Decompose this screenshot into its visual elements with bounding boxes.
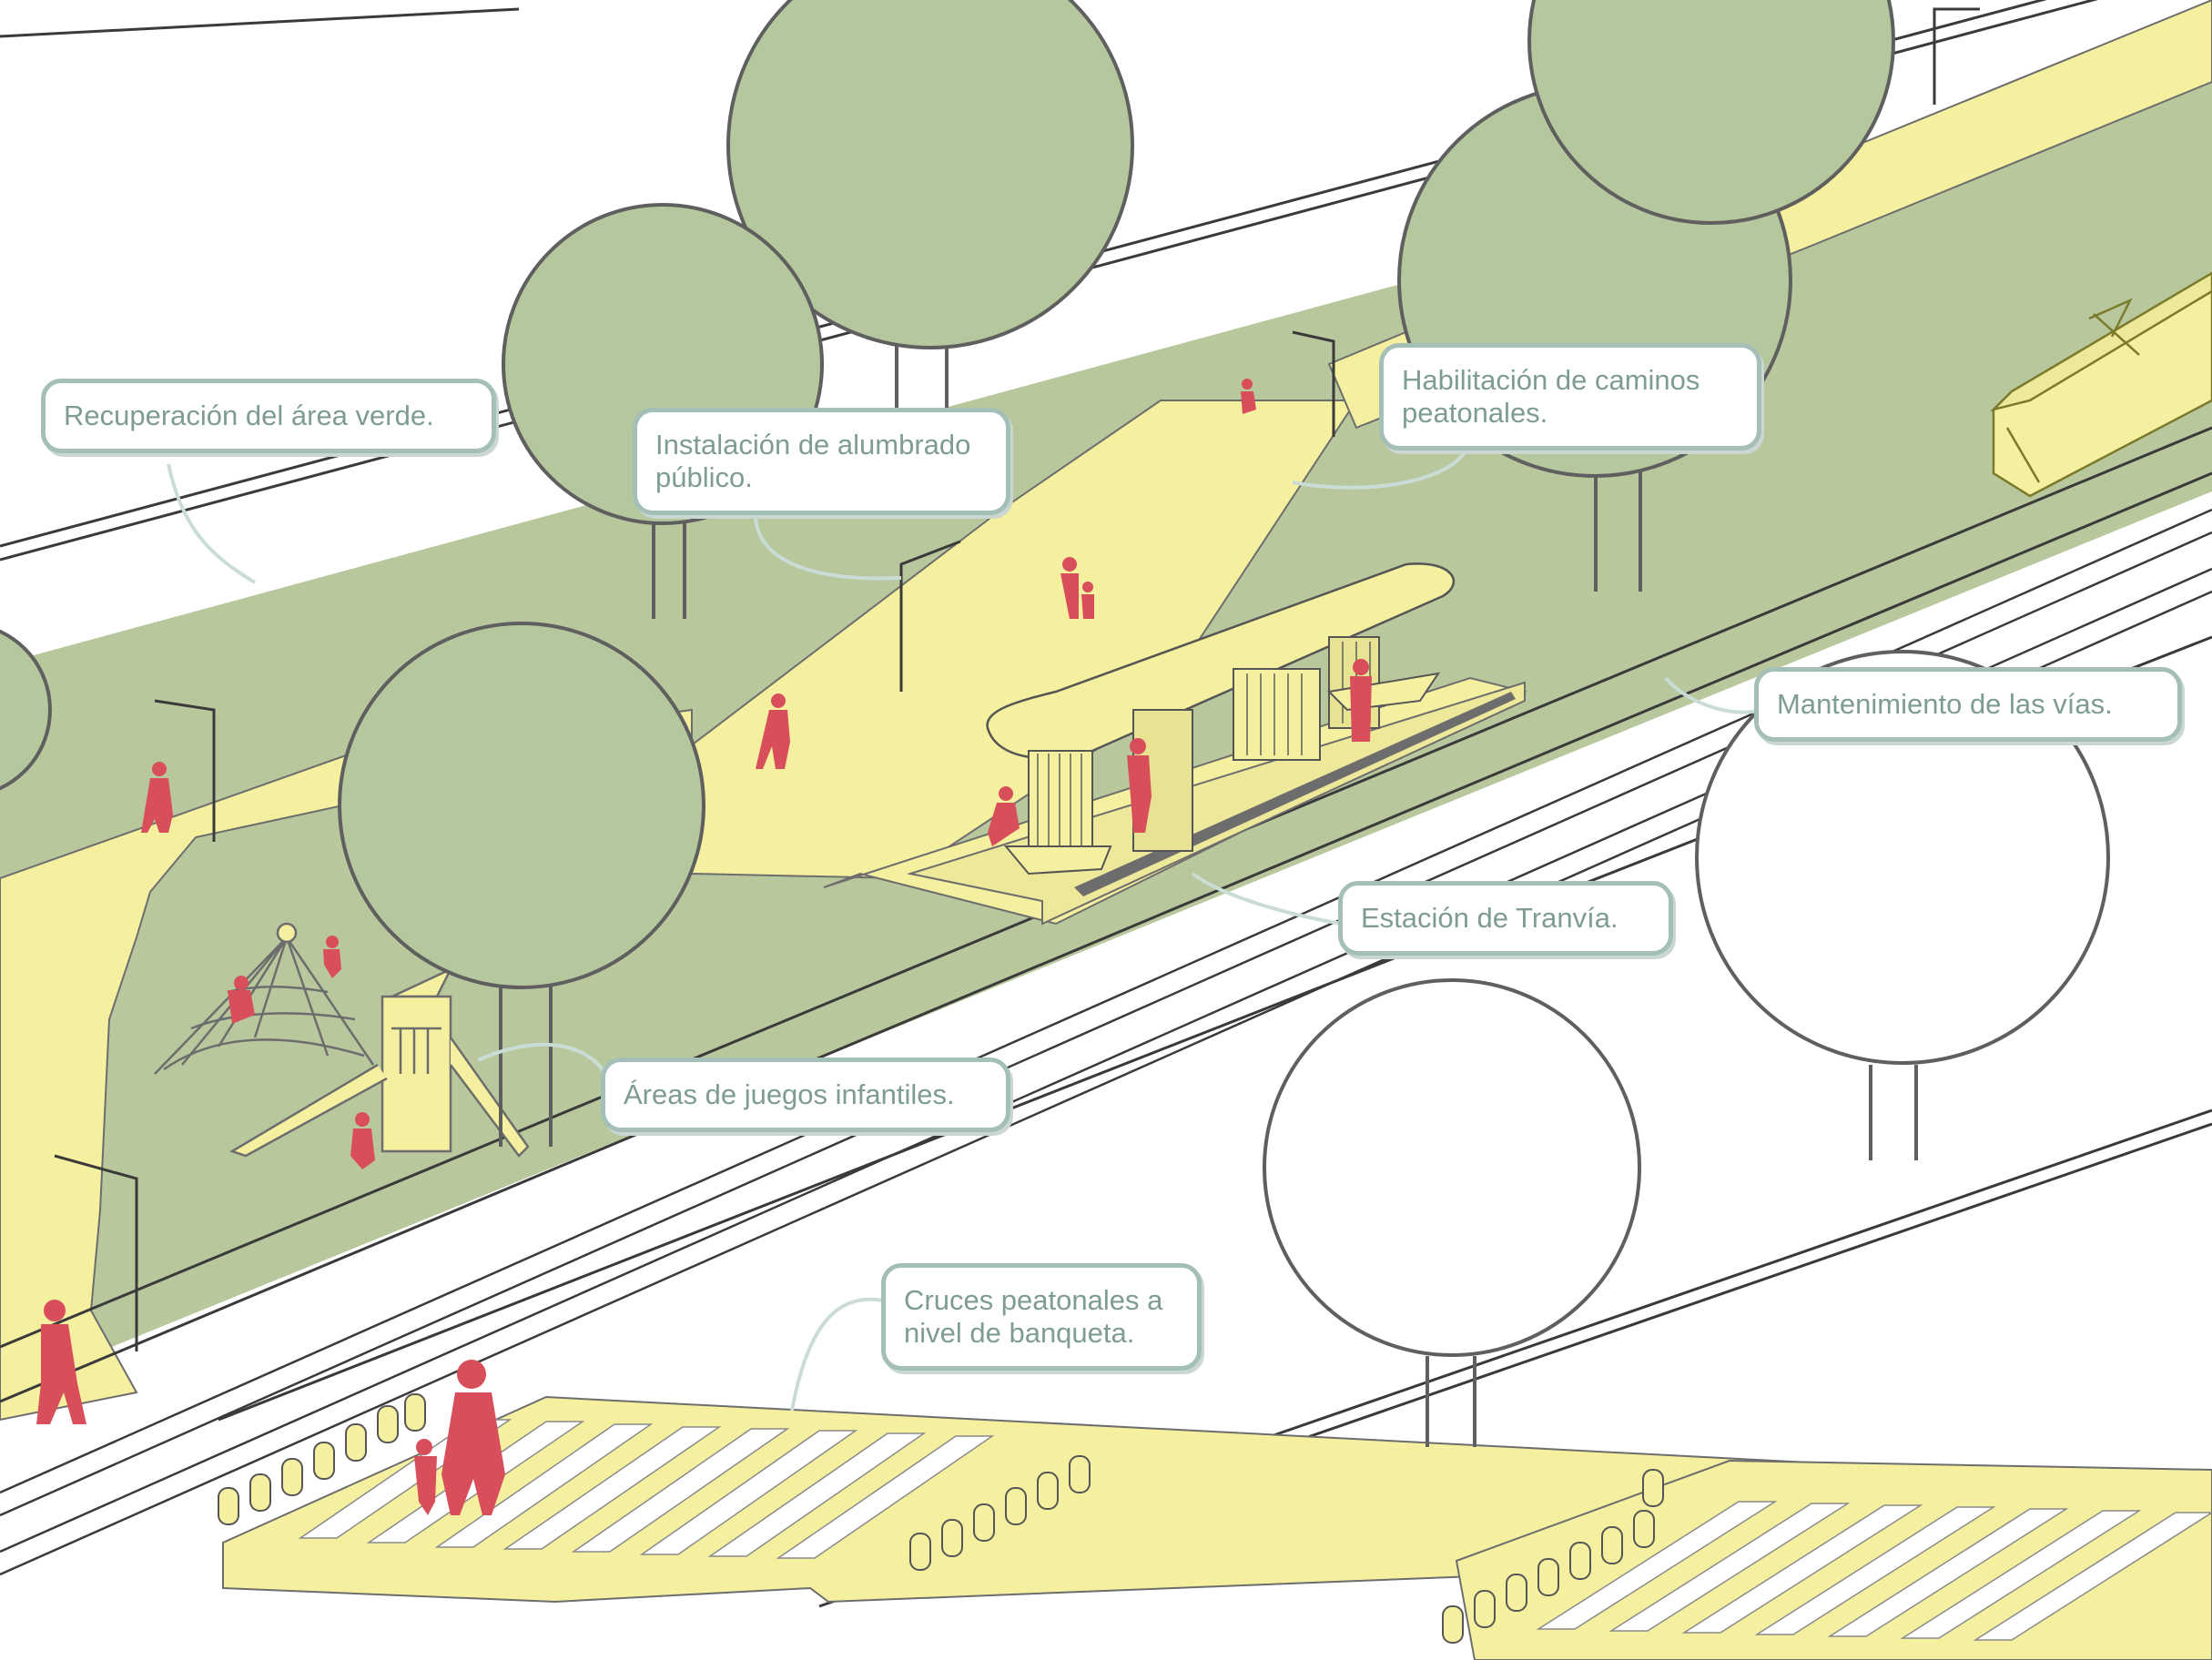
callout-green-area: Recuperación del área verde.	[41, 379, 496, 453]
callout-tracks-text: Mantenimiento de las vías.	[1777, 688, 2159, 721]
callout-lighting: Instalación de alumbrado público.	[633, 408, 1010, 515]
callout-paths: Habilitación de caminos peatonales.	[1379, 343, 1761, 450]
callout-station: Estación de Tranvía.	[1338, 881, 1673, 956]
callout-green-area-text: Recuperación del área verde.	[64, 400, 473, 432]
callout-crossings: Cruces peatonales a nivel de banqueta.	[881, 1263, 1202, 1371]
callout-lighting-line1: Instalación de alumbrado	[655, 429, 988, 461]
callout-lighting-line2: público.	[655, 461, 988, 494]
callout-playground-text: Áreas de juegos infantiles.	[624, 1078, 988, 1111]
callout-paths-line1: Habilitación de caminos	[1402, 364, 1739, 397]
callout-station-text: Estación de Tranvía.	[1361, 902, 1650, 935]
callout-crossings-line1: Cruces peatonales a	[904, 1284, 1179, 1317]
callout-paths-line2: peatonales.	[1402, 397, 1739, 430]
callout-playground: Áreas de juegos infantiles.	[601, 1058, 1010, 1132]
callout-crossings-line2: nivel de banqueta.	[904, 1317, 1179, 1350]
callout-tracks: Mantenimiento de las vías.	[1754, 667, 2182, 742]
